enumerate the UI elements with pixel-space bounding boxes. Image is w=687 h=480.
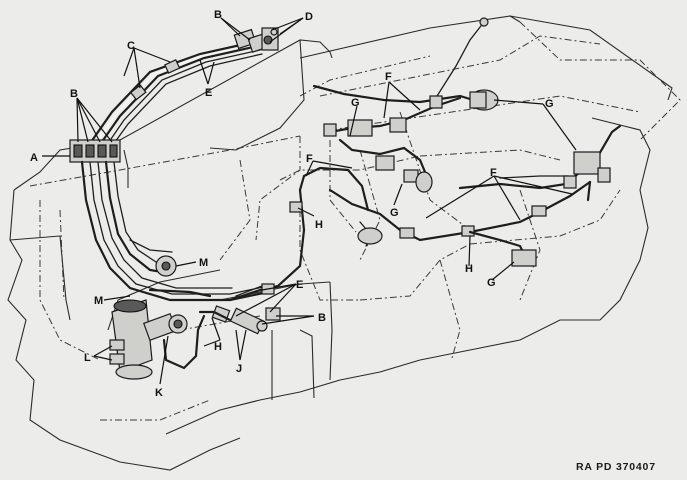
callout-f-top: F — [385, 71, 392, 83]
callout-a: A — [30, 152, 38, 164]
callout-f-mid: F — [306, 153, 313, 165]
callout-d: D — [305, 11, 313, 23]
callout-m-lower: M — [94, 295, 103, 307]
callout-l: L — [84, 352, 91, 364]
callout-h-lower: H — [214, 341, 222, 353]
callout-h-right: H — [465, 263, 473, 275]
callout-labels: B D C E B A F G G F H G F H G M E B M L … — [30, 9, 554, 399]
center-lines — [289, 166, 592, 267]
callout-e-lower: E — [296, 279, 303, 291]
right-lines — [458, 124, 622, 202]
filter-assembly — [109, 255, 212, 380]
callout-c: C — [127, 40, 135, 52]
callout-h-mid: H — [315, 219, 323, 231]
callout-g-left: G — [351, 97, 360, 109]
callout-g-mid: G — [390, 207, 399, 219]
leader-lines — [42, 17, 577, 385]
upper-right-lines — [312, 17, 499, 193]
upper-fitting-cluster — [233, 27, 279, 53]
hull-outline — [7, 15, 673, 471]
callout-k: K — [155, 387, 163, 399]
callout-b-top: B — [214, 9, 222, 21]
valve-block — [69, 139, 121, 163]
phantom-lines — [29, 21, 681, 421]
figure-reference: RA PD 370407 — [576, 461, 656, 473]
callout-m-upper: M — [199, 257, 208, 269]
callout-b-lower: B — [318, 312, 326, 324]
callout-j: J — [236, 363, 242, 375]
descending-tubes — [80, 160, 270, 302]
callout-f-right: F — [490, 167, 497, 179]
callout-g-right: G — [545, 98, 554, 110]
callout-e-top: E — [205, 87, 212, 99]
callout-g-lower: G — [487, 277, 496, 289]
callout-b-left: B — [70, 88, 78, 100]
upper-tube-bundle — [82, 40, 263, 161]
lower-fittings — [198, 174, 306, 335]
